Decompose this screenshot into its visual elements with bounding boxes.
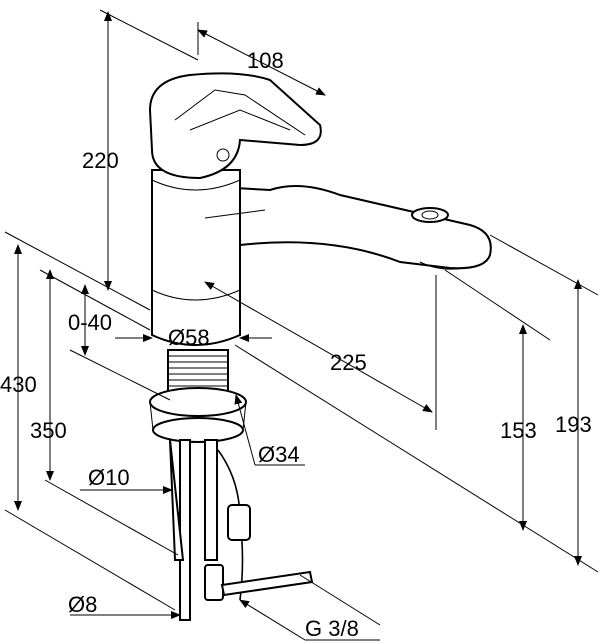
label-193: 193 <box>555 412 592 437</box>
dimension-labels: 108 220 0-40 Ø58 225 430 350 Ø34 Ø10 153… <box>0 48 592 641</box>
label-g-3-8: G 3/8 <box>305 616 359 641</box>
label-diameter-34: Ø34 <box>258 442 300 467</box>
label-diameter-8: Ø8 <box>68 592 97 617</box>
supply-hoses <box>169 439 314 621</box>
spout <box>233 185 492 270</box>
label-350: 350 <box>30 418 67 443</box>
mounting-washer <box>149 387 247 417</box>
label-diameter-58: Ø58 <box>168 325 210 350</box>
label-108: 108 <box>247 48 284 73</box>
label-430: 430 <box>0 372 37 397</box>
dimension-lines <box>4 9 599 641</box>
faucet-body <box>151 169 241 346</box>
clamp-plate <box>152 417 244 443</box>
lever-handle <box>148 72 322 180</box>
label-220: 220 <box>82 148 119 173</box>
label-diameter-10: Ø10 <box>88 465 130 490</box>
spray-button <box>411 207 449 223</box>
label-153: 153 <box>500 418 537 443</box>
label-0-40: 0-40 <box>68 310 112 335</box>
label-225: 225 <box>330 350 367 375</box>
